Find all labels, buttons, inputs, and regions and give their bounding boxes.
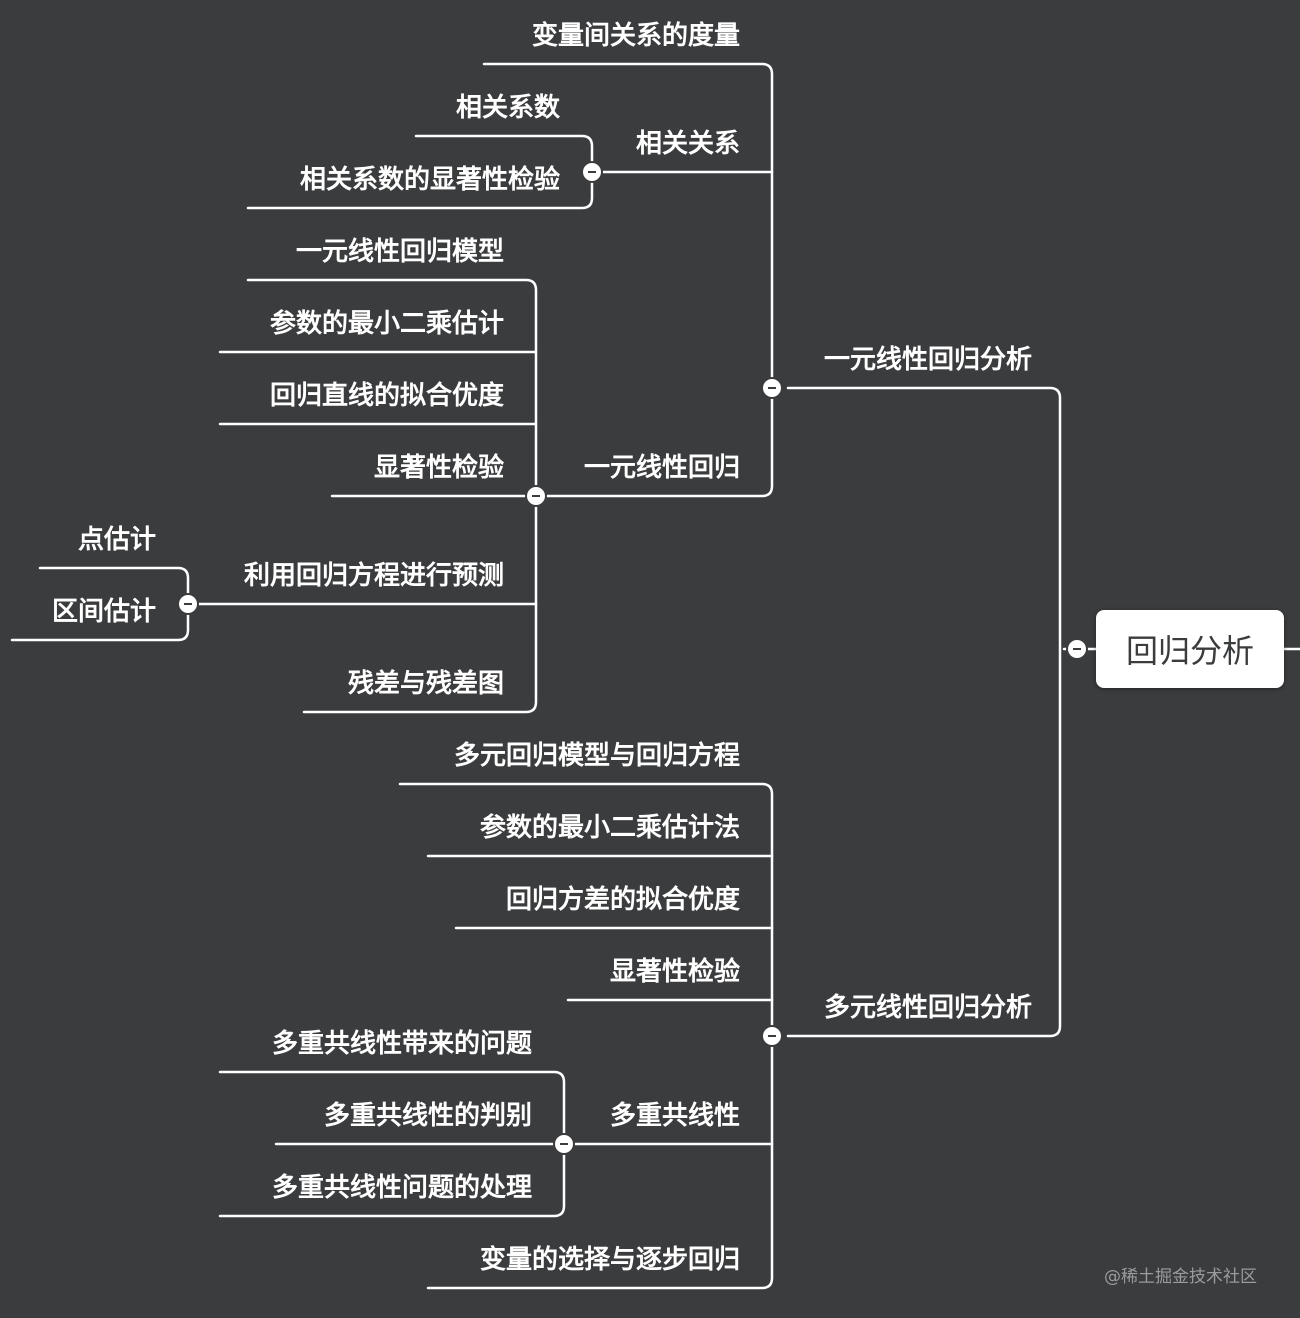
collapse-predict-toggle-icon[interactable] <box>177 593 199 615</box>
node-predict-2[interactable]: 区间估计 <box>51 597 156 627</box>
node-b2-1[interactable]: 多元回归模型与回归方程 <box>453 741 740 771</box>
node-multi-1[interactable]: 多重共线性带来的问题 <box>271 1029 532 1059</box>
collapse-root-toggle-icon[interactable] <box>1066 638 1088 660</box>
collapse-corr-toggle-icon[interactable] <box>581 161 603 183</box>
root-node[interactable]: 回归分析 <box>1096 610 1284 688</box>
node-multi-3[interactable]: 多重共线性问题的处理 <box>271 1173 532 1203</box>
node-linear-4[interactable]: 显著性检验 <box>373 453 504 483</box>
node-multi-2[interactable]: 多重共线性的判别 <box>323 1101 532 1131</box>
node-linear-2[interactable]: 参数的最小二乘估计 <box>269 309 504 339</box>
node-b1-corr[interactable]: 相关关系 <box>635 129 740 159</box>
collapse-multi-toggle-icon[interactable] <box>553 1133 575 1155</box>
node-corr-2[interactable]: 相关系数的显著性检验 <box>299 165 560 195</box>
node-linear-predict[interactable]: 利用回归方程进行预测 <box>243 561 504 591</box>
root-label: 回归分析 <box>1125 632 1254 670</box>
node-linear-6[interactable]: 残差与残差图 <box>347 669 504 699</box>
node-linear-1[interactable]: 一元线性回归模型 <box>295 237 504 267</box>
collapse-b2-toggle-icon[interactable] <box>761 1025 783 1047</box>
node-b2-2[interactable]: 参数的最小二乘估计法 <box>479 813 740 843</box>
node-corr-1[interactable]: 相关系数 <box>455 93 560 123</box>
node-b2-3[interactable]: 回归方差的拟合优度 <box>505 885 740 915</box>
node-b2-4[interactable]: 显著性检验 <box>609 957 740 987</box>
node-linear-3[interactable]: 回归直线的拟合优度 <box>269 381 504 411</box>
node-b2-multi[interactable]: 多重共线性 <box>609 1101 740 1131</box>
node-b1-measure[interactable]: 变量间关系的度量 <box>531 21 740 51</box>
node-predict-1[interactable]: 点估计 <box>77 525 156 555</box>
watermark: @稀土掘金技术社区 <box>1104 1267 1257 1287</box>
collapse-b1-toggle-icon[interactable] <box>761 377 783 399</box>
node-b1[interactable]: 一元线性回归分析 <box>823 345 1032 375</box>
node-b2-6[interactable]: 变量的选择与逐步回归 <box>479 1245 740 1275</box>
node-b2[interactable]: 多元线性回归分析 <box>823 993 1032 1023</box>
collapse-linear-toggle-icon[interactable] <box>525 485 547 507</box>
node-b1-linear[interactable]: 一元线性回归 <box>583 453 740 483</box>
